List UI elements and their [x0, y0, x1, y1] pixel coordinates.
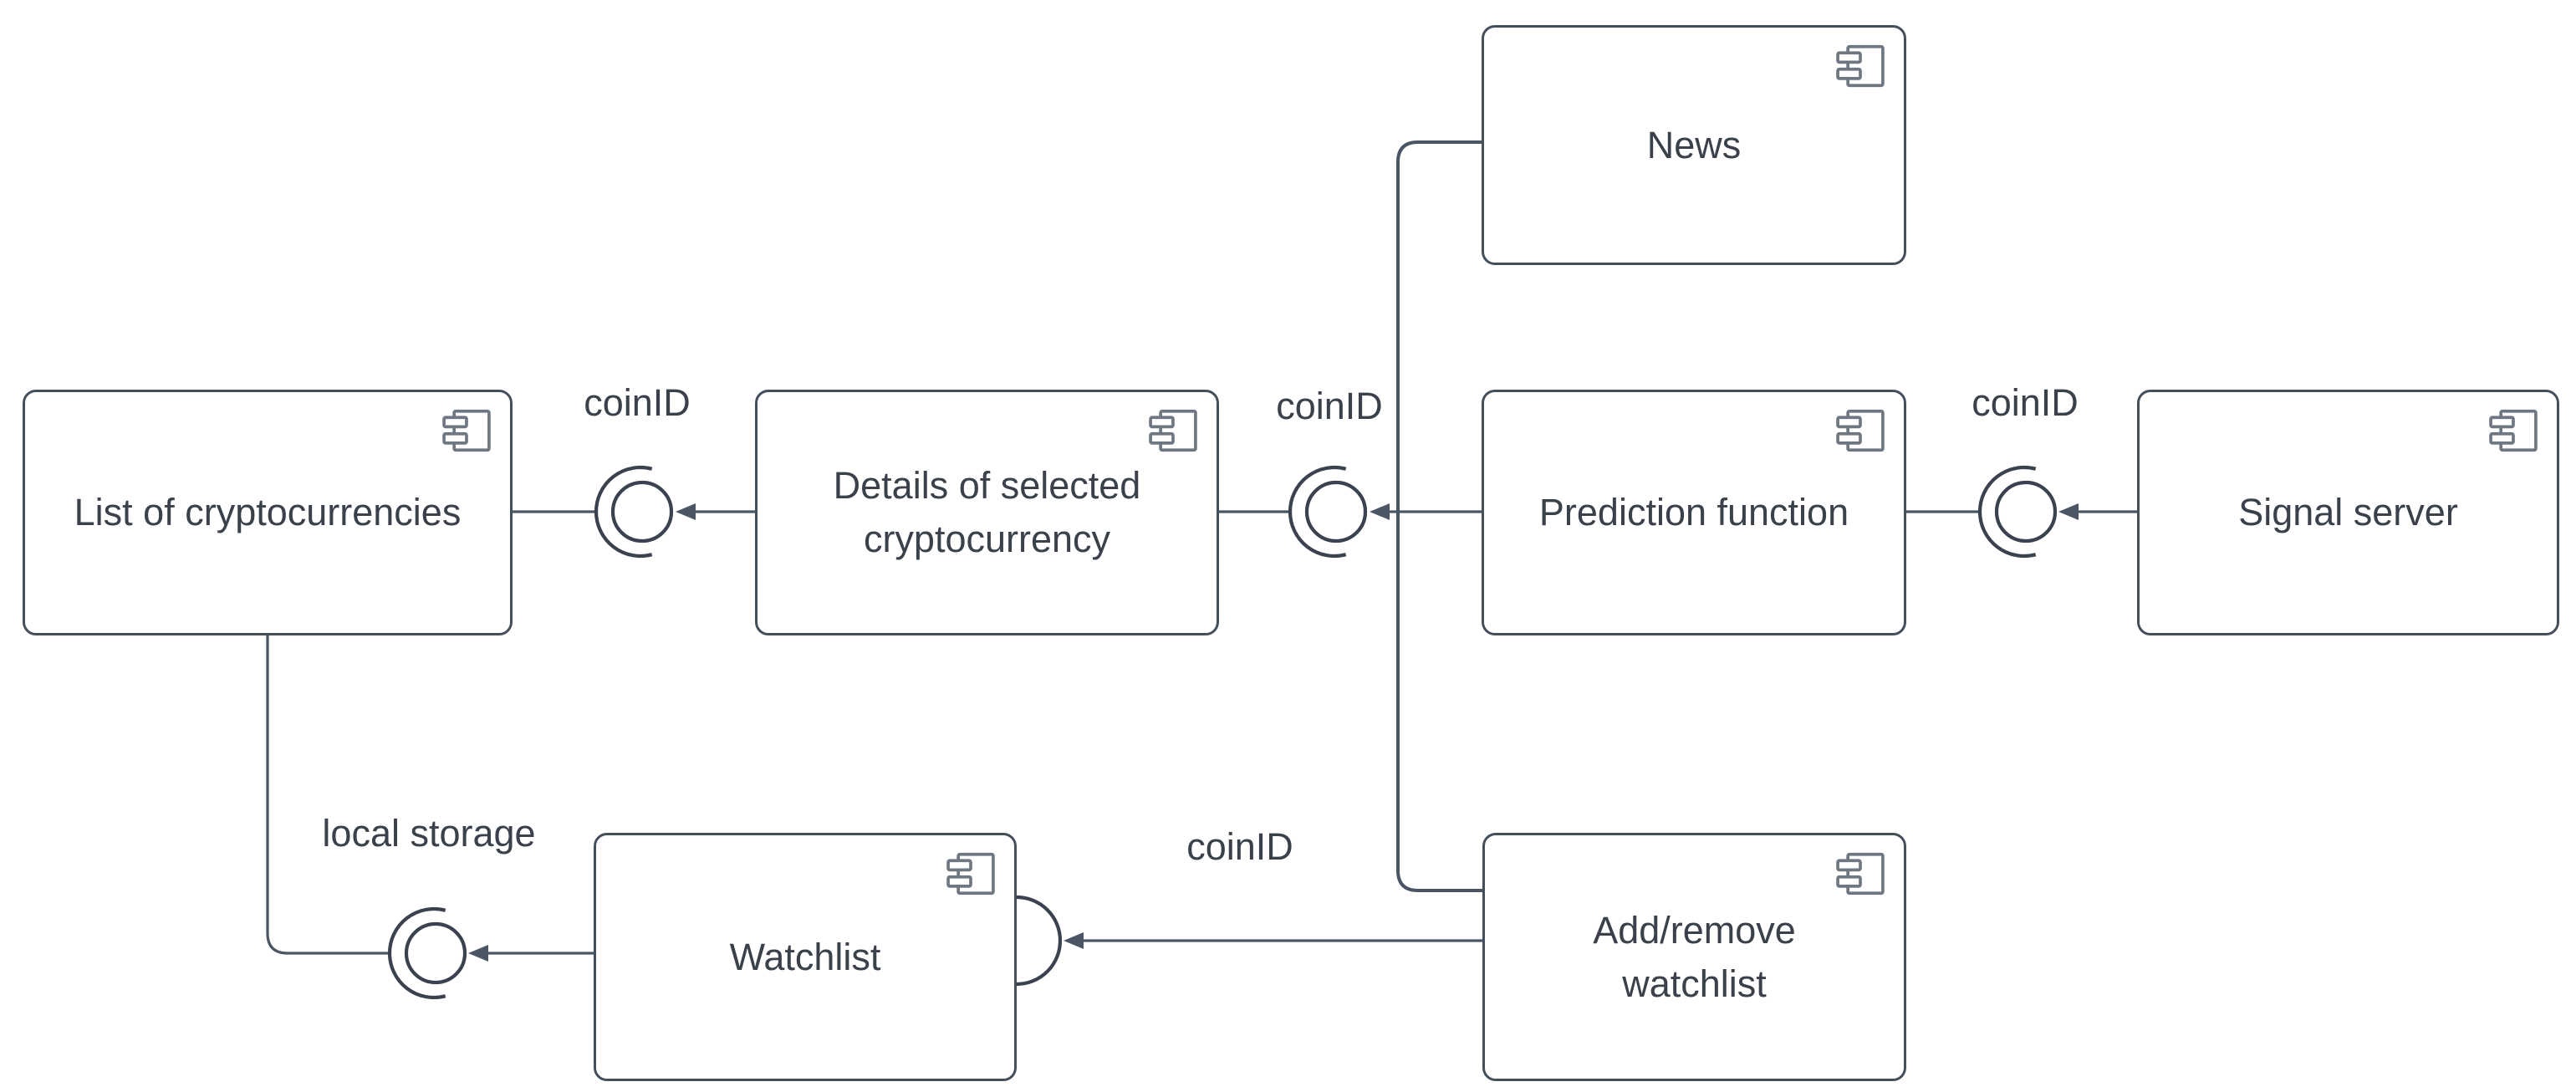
connector-label-coinid-3: coinID: [1972, 381, 2079, 424]
component-node-details-of-selected-cryptocurrency[interactable]: Details of selected cryptocurrency: [755, 390, 1219, 635]
connector-label-coinid-4: coinID: [1186, 825, 1293, 868]
arrowhead: [676, 503, 696, 520]
component-node-list-of-cryptocurrencies[interactable]: List of cryptocurrencies: [23, 390, 513, 635]
uml-component-icon: [1835, 409, 1885, 452]
component-label: Details of selected cryptocurrency: [833, 464, 1141, 560]
connector-list-watchlist: [266, 635, 594, 1000]
connector-label-local-storage: local storage: [322, 812, 536, 855]
provided-interface-ball: [1994, 480, 2058, 543]
component-label: News: [1646, 123, 1742, 166]
arrowhead: [1064, 932, 1084, 949]
connector-branch-news-addremove: [1396, 140, 1482, 892]
component-label: Prediction function: [1538, 491, 1849, 534]
component-node-add-remove-watchlist[interactable]: Add/remove watchlist: [1482, 833, 1906, 1081]
component-label: Watchlist: [729, 935, 881, 978]
arrowhead: [468, 945, 488, 962]
component-node-signal-server[interactable]: Signal server: [2137, 390, 2559, 635]
uml-component-icon: [1835, 44, 1885, 88]
component-label: Signal server: [2238, 491, 2458, 534]
uml-component-icon: [1148, 409, 1198, 452]
component-node-news[interactable]: News: [1482, 25, 1906, 265]
connector-label-coinid-1: coinID: [584, 381, 691, 424]
required-interface-socket: [387, 906, 446, 1000]
uml-component-icon: [1835, 852, 1885, 896]
uml-component-icon: [946, 852, 996, 896]
connector-details-prediction: [1219, 465, 1482, 559]
provided-interface-ball: [610, 480, 674, 543]
component-node-prediction-function[interactable]: Prediction function: [1482, 390, 1906, 635]
arrowhead: [1370, 503, 1390, 520]
required-interface-socket: [594, 465, 653, 559]
provided-interface-ball: [404, 921, 467, 985]
provided-interface-ball: [1304, 480, 1368, 543]
required-interface-socket: [1288, 465, 1347, 559]
connector-list-details: [513, 465, 755, 559]
edge-socket: [1016, 895, 1063, 987]
connector-prediction-signalserver: [1906, 465, 2137, 559]
component-label: Add/remove watchlist: [1593, 908, 1796, 1005]
required-interface-socket: [1977, 465, 2037, 559]
component-node-watchlist[interactable]: Watchlist: [594, 833, 1017, 1081]
connector-addremove-watchlist: [1016, 895, 1482, 987]
uml-component-icon: [441, 409, 492, 452]
uml-component-icon: [2488, 409, 2538, 452]
arrowhead: [2058, 503, 2079, 520]
connector-label-coinid-2: coinID: [1276, 385, 1383, 427]
component-label: List of cryptocurrencies: [74, 491, 462, 534]
